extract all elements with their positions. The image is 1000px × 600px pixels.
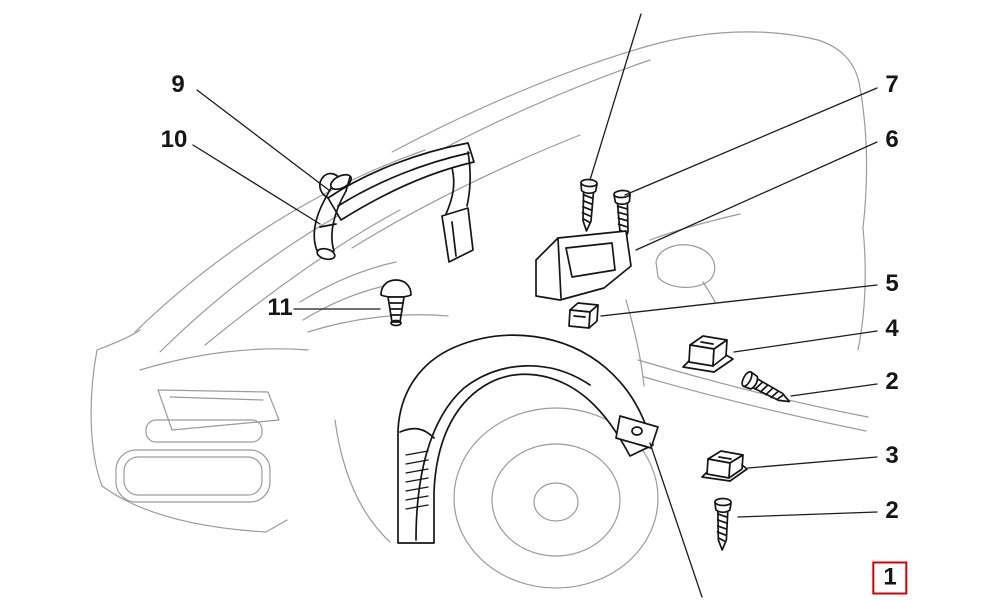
callout-2-upper[interactable]: 2 bbox=[885, 368, 899, 395]
leader-6 bbox=[635, 141, 878, 251]
drain-hose-part bbox=[313, 173, 353, 261]
leader-5 bbox=[600, 284, 878, 317]
callout-10[interactable]: 10 bbox=[160, 126, 188, 153]
callout-5[interactable]: 5 bbox=[885, 270, 899, 297]
clip-part-4 bbox=[682, 335, 734, 373]
callout-9[interactable]: 9 bbox=[171, 71, 185, 98]
leader-1 bbox=[649, 442, 703, 598]
callout-2-lower[interactable]: 2 bbox=[885, 497, 899, 524]
leader-top-screw bbox=[589, 13, 642, 181]
callout-6[interactable]: 6 bbox=[885, 126, 899, 153]
callout-7[interactable]: 7 bbox=[885, 71, 899, 98]
leader-lines bbox=[192, 13, 878, 598]
leader-10 bbox=[192, 144, 321, 225]
callout-11[interactable]: 11 bbox=[267, 294, 293, 321]
cowl-trim-part bbox=[318, 142, 475, 263]
leader-7 bbox=[624, 87, 878, 196]
tire-sketch bbox=[453, 407, 659, 589]
clip-nut-part-5 bbox=[568, 302, 599, 329]
screw-part-7a bbox=[577, 178, 599, 233]
screw-part-2-lower bbox=[713, 497, 732, 551]
leader-9 bbox=[196, 89, 331, 192]
fender-liner-part bbox=[397, 334, 659, 544]
callout-4[interactable]: 4 bbox=[885, 315, 899, 342]
mounting-bracket-part bbox=[535, 230, 632, 301]
leader-3 bbox=[747, 456, 878, 469]
leader-2-lower bbox=[737, 511, 878, 518]
grommet-part bbox=[380, 279, 412, 327]
clip-part-3 bbox=[701, 450, 748, 482]
callout-1-highlighted[interactable]: 1 bbox=[872, 561, 908, 595]
screw-part-2-upper bbox=[739, 369, 794, 410]
car-body-sketch bbox=[90, 31, 869, 543]
part-drawings bbox=[313, 142, 794, 551]
callout-3[interactable]: 3 bbox=[885, 442, 899, 469]
leader-4 bbox=[733, 330, 878, 353]
leader-2-upper bbox=[790, 383, 878, 397]
